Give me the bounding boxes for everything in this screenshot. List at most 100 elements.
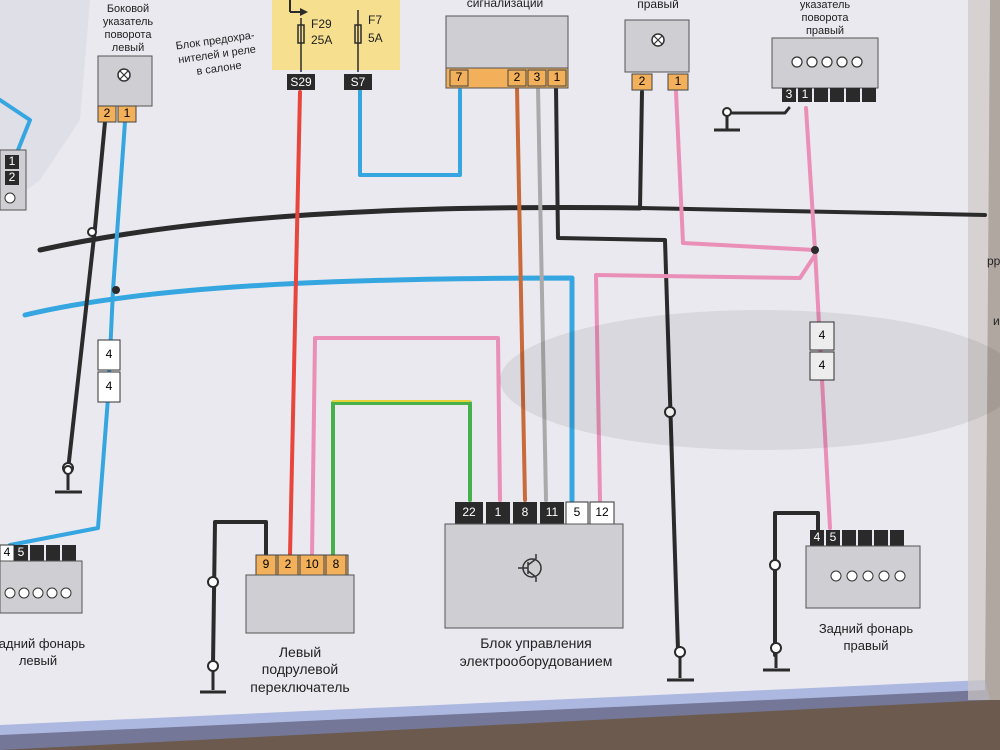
connector-s7 — [344, 74, 372, 90]
side-indicator-left: Боковой указатель поворота левый 2 1 — [97, 3, 154, 123]
right-edge-text-2: и — [993, 314, 1000, 328]
turn-indicator-right: указатель поворота правый 3 1 — [771, 0, 879, 102]
lamp-icon — [846, 570, 858, 582]
alarm-pin-3: 3 — [534, 70, 541, 84]
lamp-icon — [46, 587, 58, 599]
connector-right-pin-a: 4 — [819, 328, 826, 342]
transistor-icon — [518, 554, 542, 582]
shadow-overlay — [500, 310, 1000, 450]
inline-connector-right: 4 4 — [809, 321, 835, 381]
inline-connector-left: 4 4 — [97, 339, 121, 403]
right-indicator-pin-1: 1 — [675, 74, 682, 88]
alarm-7-blue-wire — [358, 88, 462, 177]
lamp-icon — [851, 56, 863, 68]
left-edge-pin-2: 2 — [9, 170, 16, 184]
lamp-icon — [4, 587, 16, 599]
connector-left-pin-a: 4 — [106, 347, 113, 361]
rear-left-label-2: левый — [19, 653, 57, 668]
junctions — [62, 227, 819, 588]
control-unit-label-1: Блок управления — [480, 635, 592, 651]
connector-s29-label: S29 — [290, 75, 312, 89]
ground-symbol — [667, 646, 694, 682]
left-indicator-label-3: поворота — [105, 29, 153, 41]
pink-switch-wire — [310, 336, 502, 557]
left-edge-connector: 1 2 — [0, 149, 27, 211]
lamp-icon — [862, 570, 874, 582]
alarm-unit-title: сигнализации — [467, 0, 544, 10]
left-indicator-pin-1: 1 — [124, 106, 131, 120]
rear-right-pin-5: 5 — [830, 530, 837, 544]
ground-symbol — [714, 107, 740, 132]
page-edge — [0, 680, 990, 750]
rear-left-pin-5: 5 — [18, 545, 25, 559]
connector-right-pin-b: 4 — [819, 358, 826, 372]
junction-dot — [769, 559, 781, 571]
rear-right-label-2: правый — [843, 638, 888, 653]
side-indicator-right: правый 2 1 — [624, 0, 690, 91]
steering-switch: 9 2 10 8 Левый подрулевой переключатель — [245, 554, 355, 695]
rear-lamp-left: 4 5 Задний фонарь левый — [0, 544, 85, 668]
control-unit-label-2: электрооборудованием — [460, 653, 613, 669]
alarm-unit-body — [445, 15, 569, 69]
control-pin-11: 11 — [546, 505, 559, 519]
right-indicator-label: правый — [637, 0, 679, 11]
alarm-pin-2: 2 — [514, 70, 521, 84]
control-unit: 22 1 8 11 5 12 Блок управления электрооб… — [444, 501, 624, 669]
fuse-f29-rating: 25A — [311, 33, 332, 47]
alarm-pin-7: 7 — [456, 70, 463, 84]
left-indicator-pin-2: 2 — [104, 106, 111, 120]
lamp-icon — [791, 56, 803, 68]
lamp-icon-row — [791, 56, 863, 68]
rear-right-ground-wire — [773, 511, 820, 657]
arrow-icon — [300, 8, 308, 16]
left-indicator-label-4: левый — [112, 42, 144, 54]
control-pin-5: 5 — [574, 505, 581, 519]
switch-ground-wire — [211, 520, 268, 667]
green-wire — [331, 401, 472, 557]
turn-indicator-pin-3: 3 — [786, 87, 793, 101]
rear-right-label-1: Задний фонарь — [819, 621, 914, 636]
switch-label-1: Левый — [279, 644, 321, 660]
gray-wire — [536, 86, 548, 502]
lamp-icon — [4, 192, 16, 204]
ground-symbol — [55, 465, 82, 494]
control-unit-body — [444, 523, 624, 629]
switch-pin-9: 9 — [263, 557, 270, 571]
left-indicator-label-2: указатель — [103, 16, 154, 28]
lamp-icon — [894, 570, 906, 582]
lamp-icon — [821, 56, 833, 68]
left-indicator-label-1: Боковой — [107, 3, 149, 15]
control-pin-1: 1 — [495, 505, 502, 519]
ground-symbol — [200, 660, 226, 694]
control-pin-12: 12 — [595, 505, 609, 519]
junction-dot — [112, 286, 120, 294]
switch-pin-10: 10 — [305, 557, 319, 571]
turn-indicator-pin-1: 1 — [802, 87, 809, 101]
alarm-1-black-wire — [554, 86, 680, 652]
switch-label-2: подрулевой — [262, 661, 338, 677]
switch-pin-2: 2 — [285, 557, 292, 571]
alarm-unit: сигнализации 7 2 3 1 — [445, 0, 569, 89]
left-edge-pin-1: 1 — [9, 154, 16, 168]
fuse-f7-rating: 5A — [368, 31, 383, 45]
junction-dot — [87, 227, 97, 237]
right-edge-text-1: рр — [987, 254, 1000, 268]
pink-control-12-wire — [594, 253, 817, 502]
next-page-edge — [968, 0, 1000, 700]
control-pin-8: 8 — [522, 505, 529, 519]
lamp-icon — [18, 587, 30, 599]
switch-label-3: переключатель — [250, 679, 349, 695]
rear-lamp-right: 4 5 Задний фонарь правый — [805, 530, 921, 653]
junction-dot — [207, 576, 219, 588]
alarm-pin-1: 1 — [554, 70, 561, 84]
turn-indicator-label-3: правый — [806, 25, 844, 37]
right-indicator-pin-2: 2 — [639, 74, 646, 88]
steering-switch-body — [245, 574, 355, 634]
right-indicator-pink-wire — [674, 90, 817, 252]
turn-indicator-label-2: поворота — [802, 12, 850, 24]
lamp-icon — [830, 570, 842, 582]
turn-indicator-label-1: указатель — [800, 0, 851, 11]
rear-right-pin-4: 4 — [814, 530, 821, 544]
